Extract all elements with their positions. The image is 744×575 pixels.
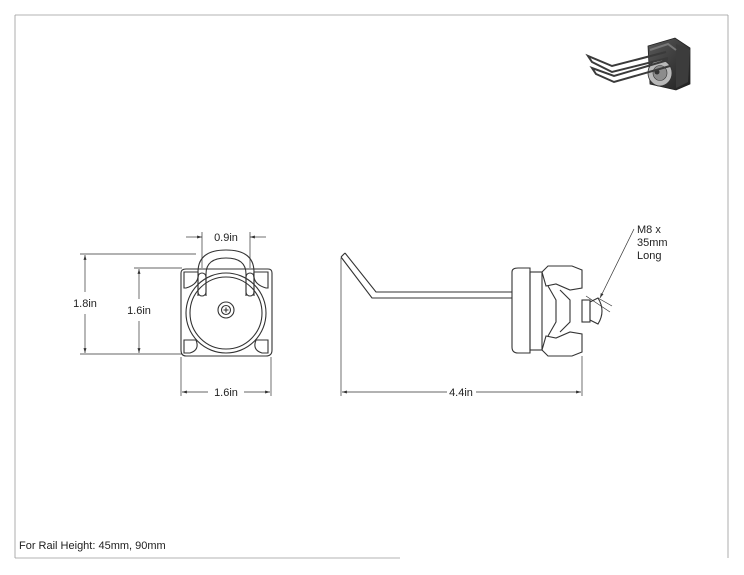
front-outer-height-label: 1.8in (73, 298, 97, 310)
sheet-border (14, 14, 729, 559)
side-length-label: 4.4in (449, 387, 473, 399)
side-view (340, 252, 613, 357)
bolt-note-line1: M8 x (637, 224, 661, 236)
isometric-preview (585, 37, 691, 91)
bolt-note-line3: Long (637, 250, 661, 262)
front-width-label: 1.6in (214, 387, 238, 399)
front-view-dimensions (80, 232, 272, 396)
side-view-dimensions (340, 228, 635, 396)
front-inner-height-label: 1.6in (127, 305, 151, 317)
bolt-note-line2: 35mm (637, 237, 668, 249)
front-view (180, 249, 273, 357)
rail-height-footer: For Rail Height: 45mm, 90mm (19, 540, 166, 552)
front-slot-spacing-label: 0.9in (214, 232, 238, 244)
